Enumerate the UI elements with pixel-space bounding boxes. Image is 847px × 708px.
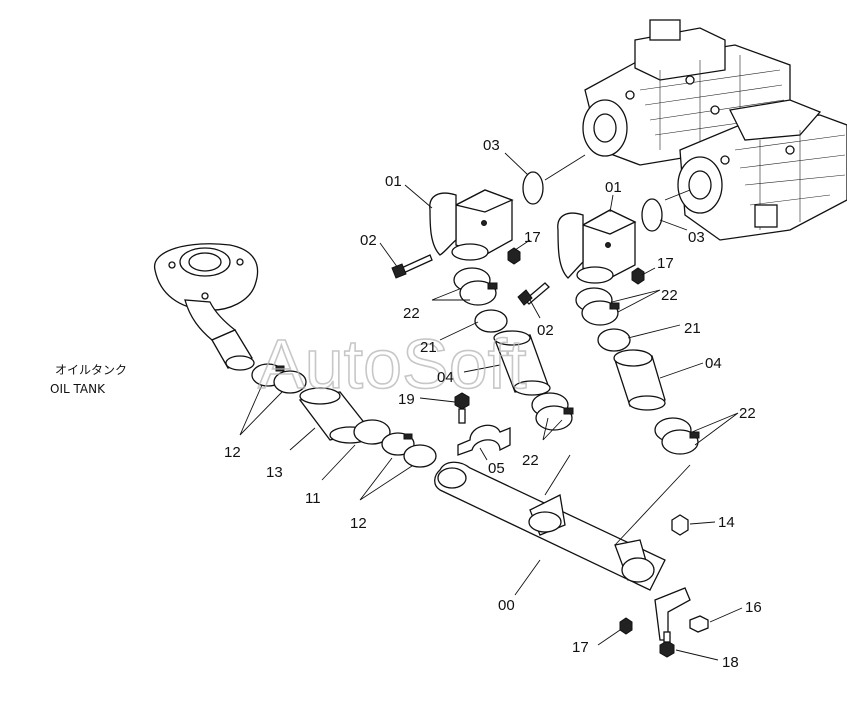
callout-17-middle: 17 — [657, 255, 674, 272]
callout-16: 16 — [745, 599, 762, 616]
hose-04-right — [613, 349, 666, 411]
callout-17-bottom: 17 — [572, 639, 589, 656]
oil-tank-label-japanese: オイルタンク — [55, 363, 127, 377]
callout-17-upper: 17 — [524, 229, 541, 246]
hose-04-left — [493, 330, 551, 396]
oil-tank-outlet — [154, 243, 259, 371]
bolt-18 — [659, 631, 675, 658]
callout-01-upper: 01 — [385, 173, 402, 190]
callout-12-pipe: 12 — [350, 515, 367, 532]
nut-17-bottom — [619, 617, 633, 635]
leader-lines — [239, 152, 743, 661]
bracket-05 — [457, 424, 511, 456]
callout-03-lower: 03 — [688, 229, 705, 246]
bolt-02-lower — [517, 282, 550, 306]
elbow-flange-01-upper — [429, 189, 514, 261]
hydraulic-pump-lower — [677, 99, 847, 241]
band-21-left — [474, 309, 508, 333]
bolt-19 — [454, 392, 470, 424]
callout-00: 00 — [498, 597, 515, 614]
elbow-flange-01-lower — [557, 209, 637, 284]
callout-14: 14 — [718, 514, 735, 531]
support-bracket — [654, 587, 691, 641]
callout-12-tank: 12 — [224, 444, 241, 461]
callout-22-middle: 22 — [522, 452, 539, 469]
callout-21-right: 21 — [684, 320, 701, 337]
watermark-text: AutoSoft — [258, 325, 527, 403]
bolt-02-upper — [391, 254, 433, 279]
clamp-22-upper-left — [453, 267, 498, 306]
o-ring-03-lower — [641, 198, 663, 232]
callout-19: 19 — [398, 391, 415, 408]
callout-02-upper: 02 — [360, 232, 377, 249]
clamp-22-upper-right — [575, 287, 620, 326]
hydraulic-pump-upper — [582, 19, 791, 166]
bolt-16 — [689, 615, 709, 633]
callout-18: 18 — [722, 654, 739, 671]
clamp-12-pipe — [381, 432, 437, 468]
nut-17-upper — [507, 247, 521, 265]
callout-02-lower: 02 — [537, 322, 554, 339]
oil-tank-label-english: OIL TANK — [50, 382, 106, 396]
band-21-right — [597, 328, 631, 352]
callout-22-upper-left: 22 — [403, 305, 420, 322]
band-11 — [353, 419, 391, 445]
clamp-22-right — [654, 417, 700, 455]
callout-22-right: 22 — [739, 405, 756, 422]
callout-05: 05 — [488, 460, 505, 477]
callout-11: 11 — [305, 490, 321, 507]
callout-21-left: 21 — [420, 339, 437, 356]
callout-04-left: 04 — [437, 369, 454, 386]
callout-22-upper-right: 22 — [661, 287, 678, 304]
nut-17-middle — [631, 267, 645, 285]
o-ring-03-upper — [522, 171, 544, 205]
callout-04-right: 04 — [705, 355, 722, 372]
clamp-22-middle — [531, 392, 574, 431]
plug-14 — [671, 514, 689, 536]
callout-13: 13 — [266, 464, 283, 481]
clamp-12-tank — [251, 363, 307, 394]
callout-01-lower: 01 — [605, 179, 622, 196]
suction-pipe-00 — [434, 461, 666, 591]
callout-03-upper: 03 — [483, 137, 500, 154]
